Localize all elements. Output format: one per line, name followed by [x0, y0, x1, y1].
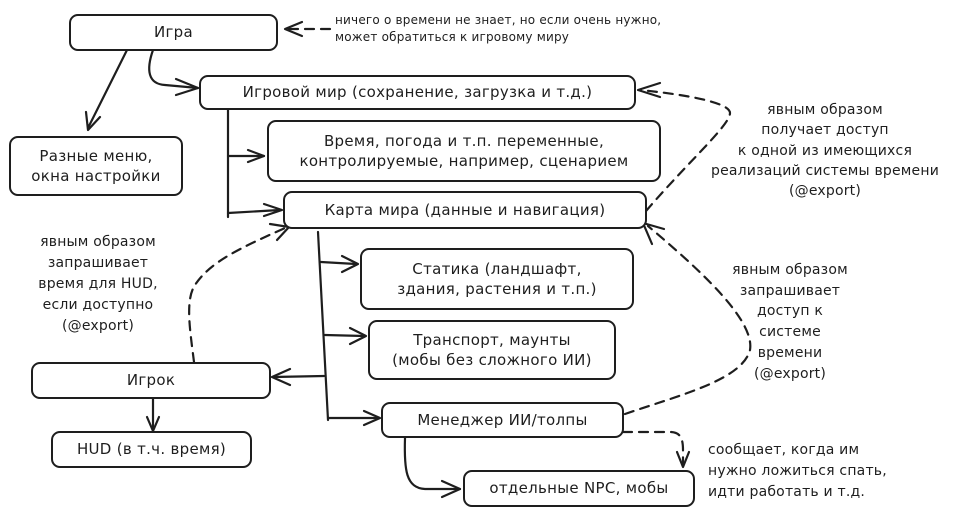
node-world-map[interactable]: Карта мира (данные и навигация)	[283, 191, 647, 229]
edge-ai-to-npcs	[403, 436, 462, 499]
node-menus[interactable]: Разные меню, окна настройки	[9, 136, 183, 196]
edge-game-to-world	[148, 48, 200, 97]
node-statics[interactable]: Статика (ландшафт, здания, растения и т.…	[360, 248, 634, 310]
node-ai-manager[interactable]: Менеджер ИИ/толпы	[381, 402, 624, 438]
note-player: явным образом запрашивает время для HUD,…	[38, 234, 158, 334]
node-npcs[interactable]: отдельные NPC, мобы	[463, 470, 695, 507]
edge-map-trunk	[270, 230, 382, 427]
edge-map-to-world-dashed	[636, 81, 732, 213]
node-transport[interactable]: Транспорт, маунты (мобы без сложного ИИ)	[368, 320, 616, 380]
edge-game-to-menus	[84, 48, 129, 132]
note-game: ничего о времени не знает, но если очень…	[335, 13, 662, 45]
node-player[interactable]: Игрок	[31, 362, 271, 399]
node-game-world[interactable]: Игровой мир (сохранение, загрузка и т.д.…	[199, 75, 636, 110]
edge-ai-to-npcs-dashed	[621, 430, 691, 469]
node-hud[interactable]: HUD (в т.ч. время)	[51, 431, 252, 468]
note-map-access: явным образом получает доступ к одной из…	[710, 102, 940, 200]
edge-player-to-map-dashed	[188, 222, 291, 364]
note-ai-access: явным образом запрашивает доступ к систе…	[732, 262, 848, 382]
note-npcs: сообщает, когда им нужно ложиться спать,…	[708, 442, 887, 500]
edge-world-trunk	[226, 106, 284, 219]
edge-note-to-game	[283, 20, 332, 38]
node-time-weather[interactable]: Время, погода и т.п. переменные, контрол…	[267, 120, 661, 182]
node-game[interactable]: Игра	[69, 14, 278, 51]
edge-player-to-hud	[145, 397, 161, 433]
